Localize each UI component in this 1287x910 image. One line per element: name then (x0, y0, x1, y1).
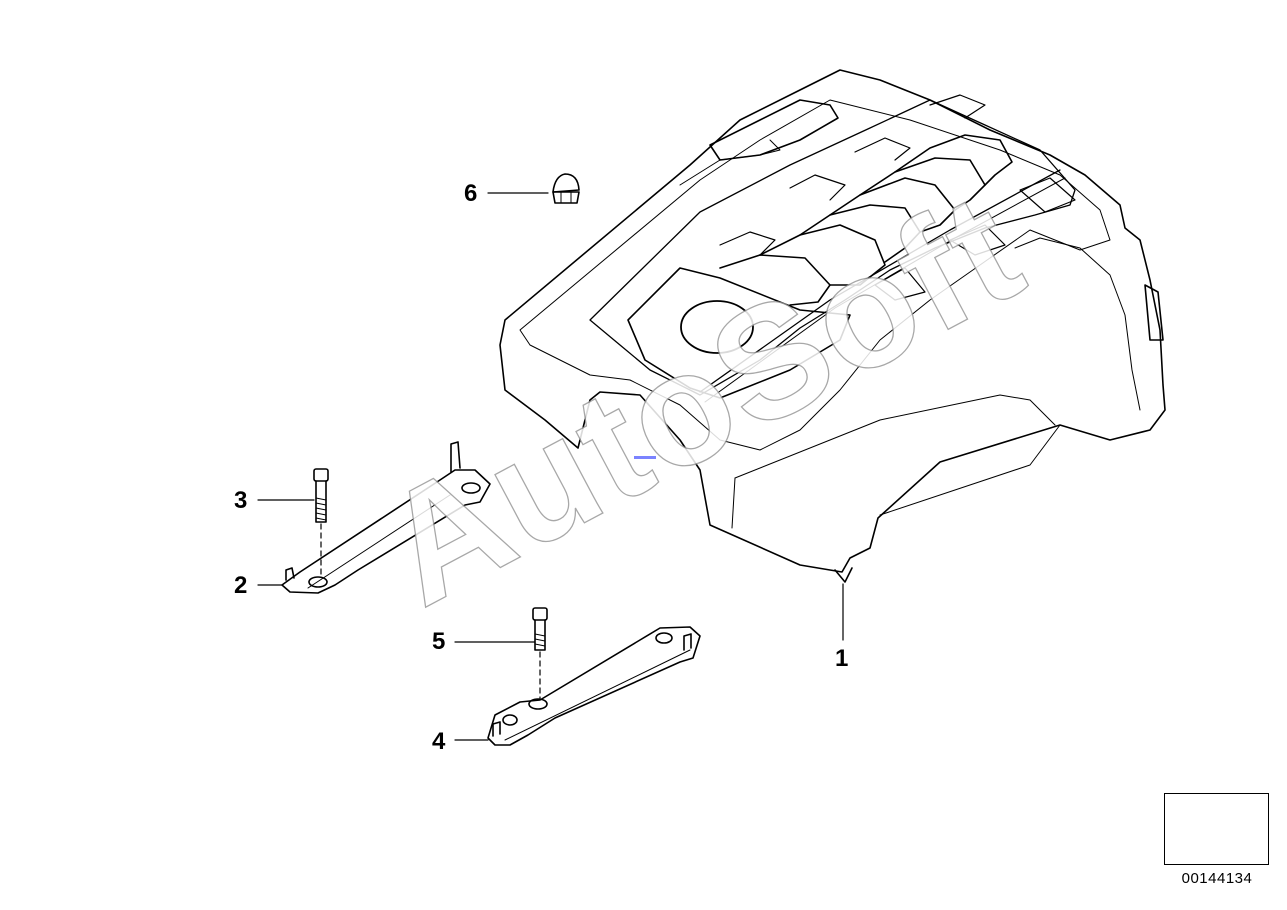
callout-6: 6 (464, 180, 478, 207)
bolt-5-part (532, 607, 548, 651)
cap-nut-6-part (552, 173, 580, 204)
blue-mark (634, 456, 656, 459)
callout-1: 1 (835, 645, 849, 672)
reference-box (1164, 793, 1269, 865)
callout-3: 3 (234, 487, 248, 514)
bracket-4-part (487, 626, 701, 746)
bolt-3-part (313, 468, 329, 523)
engine-cover-part (499, 69, 1166, 583)
callout-4: 4 (432, 728, 446, 755)
bracket-2-part (281, 441, 491, 594)
leader-lines (257, 192, 844, 741)
reference-number: 00144134 (1181, 870, 1253, 887)
callout-5: 5 (432, 628, 446, 655)
callout-2: 2 (234, 572, 248, 599)
